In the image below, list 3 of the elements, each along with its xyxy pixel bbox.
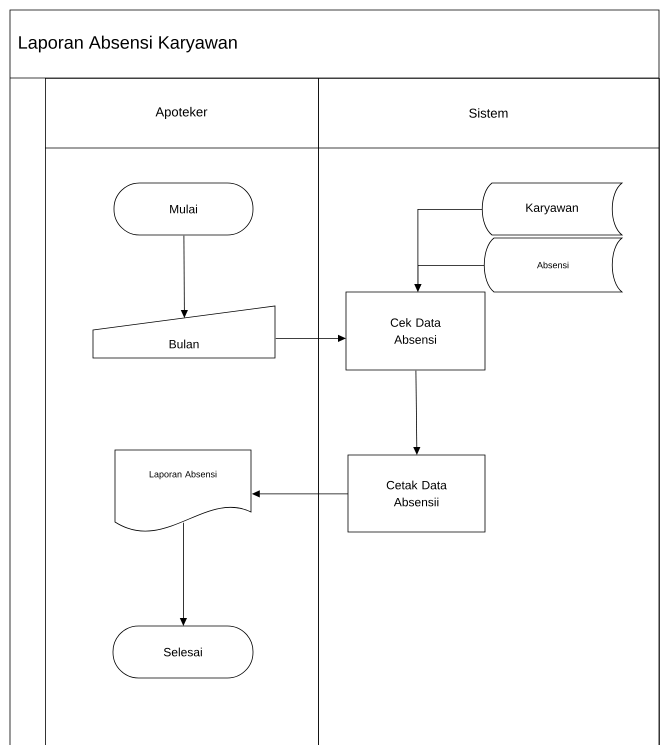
process-box: Cetak Data Absensii (348, 454, 486, 532)
process-box: Cek Data Absensi (346, 292, 486, 370)
diagram-title: Laporan Absensi Karyawan (19, 36, 237, 52)
